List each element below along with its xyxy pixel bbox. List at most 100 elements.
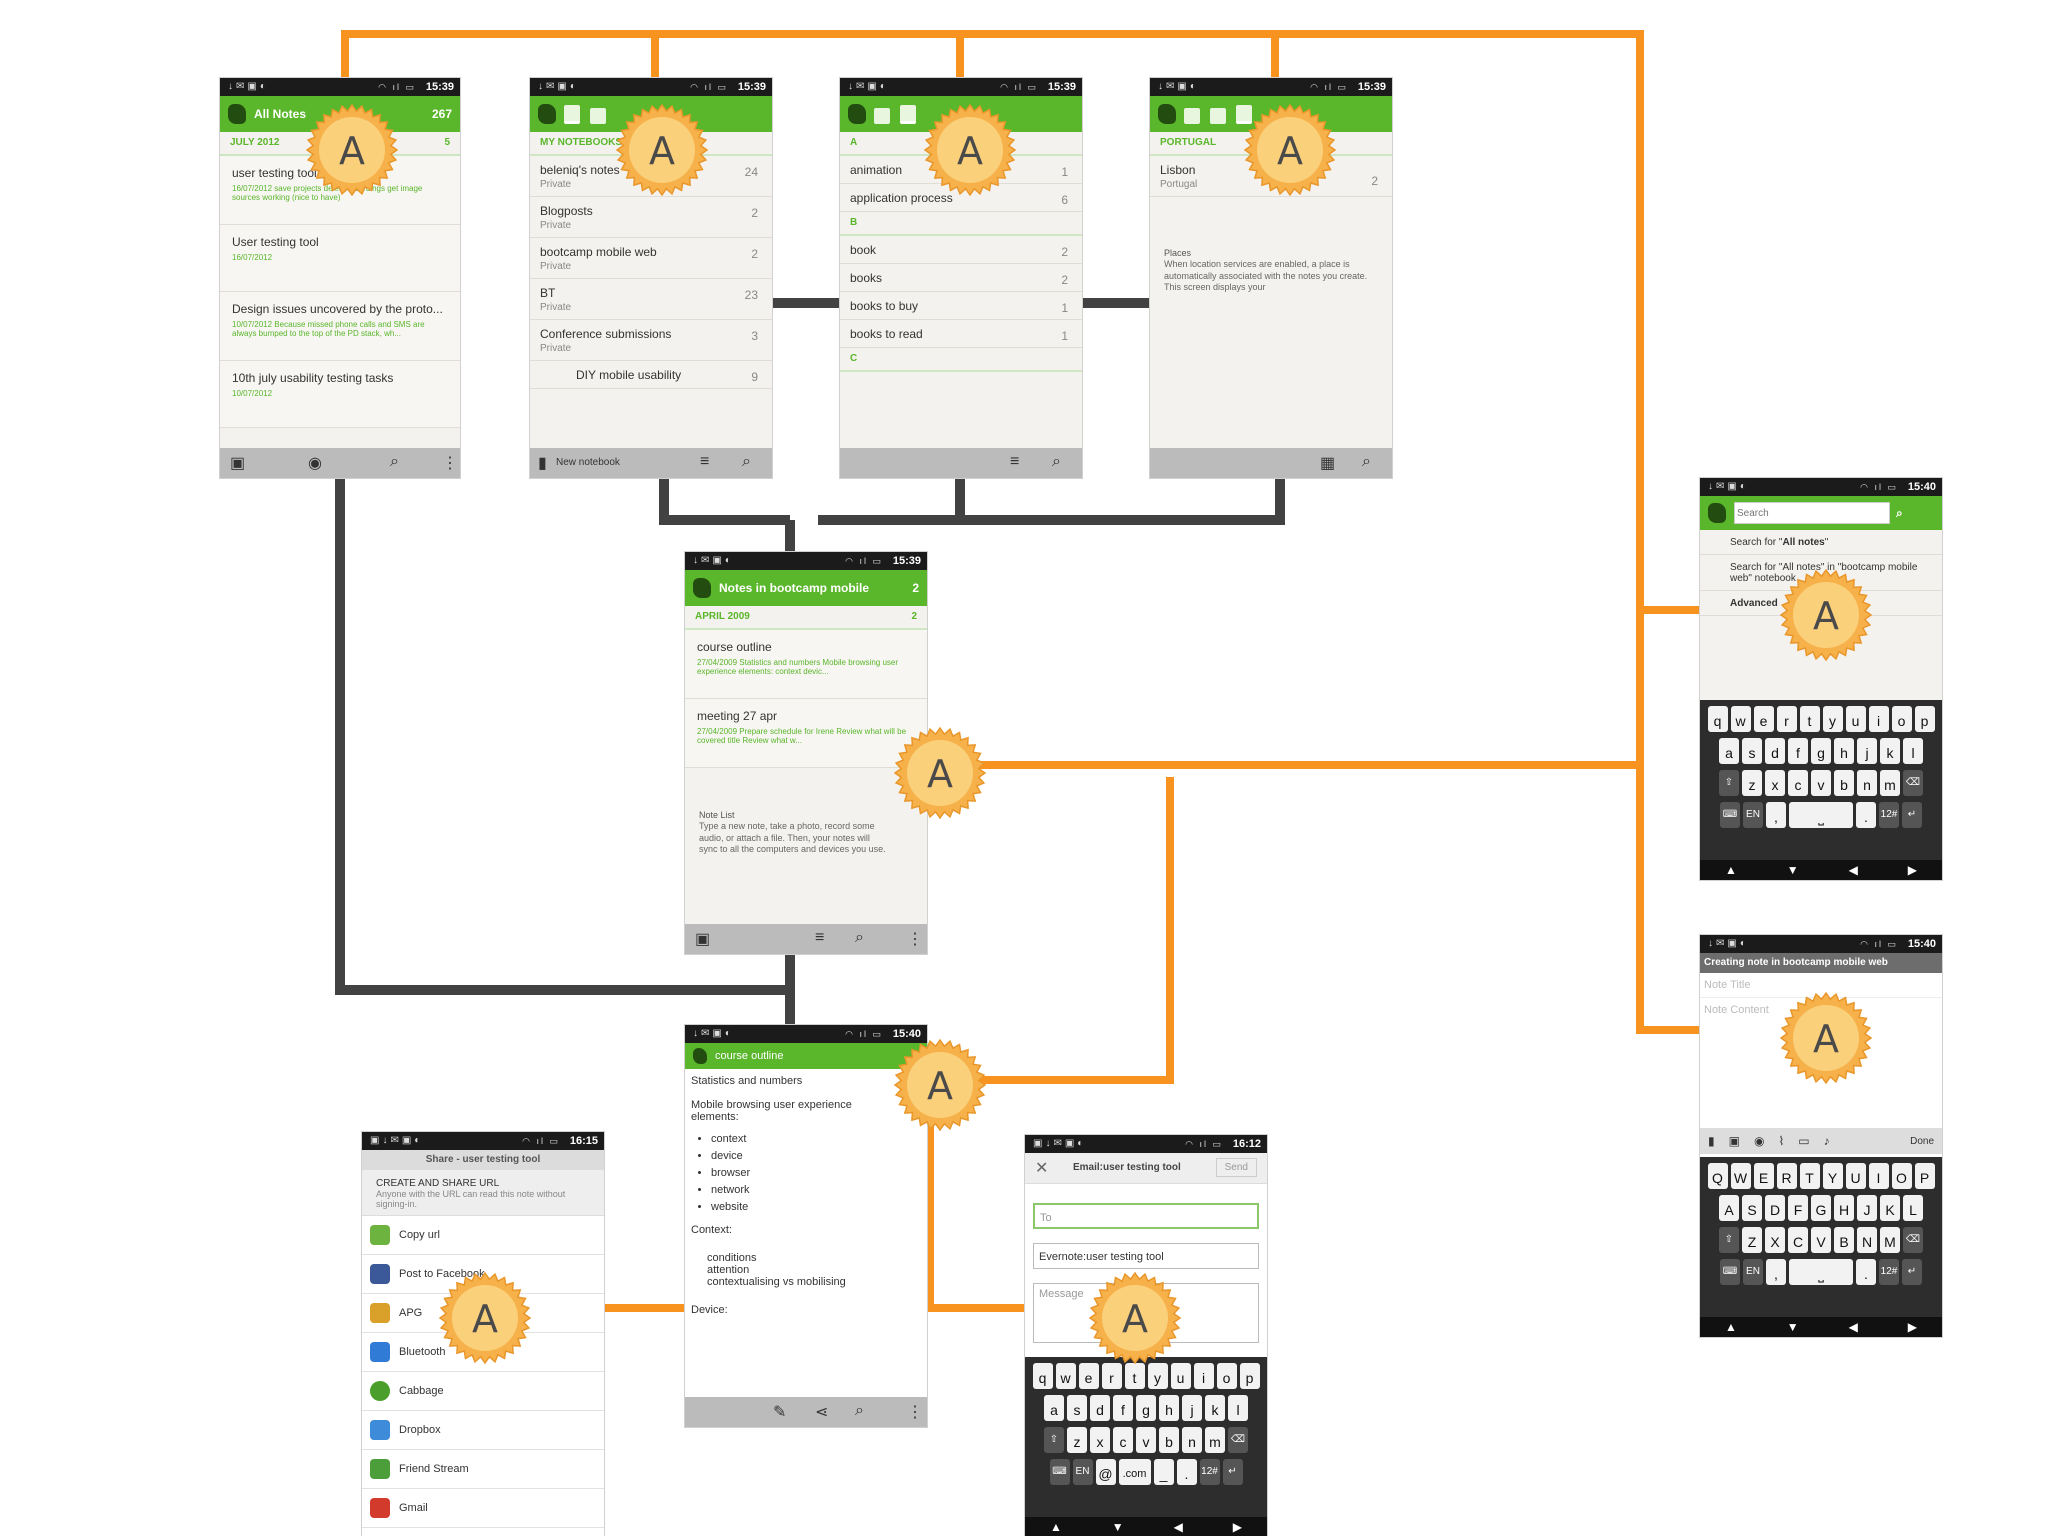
symbols-key[interactable]: 12#	[1199, 1459, 1220, 1485]
key[interactable]: v	[1136, 1427, 1156, 1453]
key[interactable]: p	[1914, 706, 1935, 732]
send-button[interactable]: Send	[1215, 1158, 1257, 1177]
message-field[interactable]: Message	[1033, 1283, 1259, 1343]
key[interactable]: Z	[1742, 1227, 1762, 1253]
underscore-key[interactable]: _	[1153, 1459, 1174, 1485]
new-note-icon[interactable]: ▣	[695, 931, 711, 948]
tab-notebooks[interactable]	[564, 105, 580, 124]
attach-icon[interactable]: ⌇	[1778, 1134, 1785, 1148]
key[interactable]: Q	[1707, 1163, 1728, 1189]
map-icon[interactable]: ▦	[1320, 455, 1336, 472]
shift-key[interactable]: ⇧	[1719, 770, 1739, 796]
settings-key[interactable]: ⌨	[1049, 1459, 1070, 1485]
sort-icon[interactable]: ≡	[700, 453, 710, 470]
key[interactable]: O	[1891, 1163, 1912, 1189]
advanced-search[interactable]: Advanced	[1700, 591, 1942, 616]
key[interactable]: h	[1834, 738, 1854, 764]
key[interactable]: n	[1857, 770, 1877, 796]
notebook-icon[interactable]: ▮	[1708, 1134, 1715, 1148]
close-icon[interactable]: ✕	[1035, 1160, 1049, 1177]
down-arrow-icon[interactable]: ▼	[1111, 1520, 1124, 1534]
new-note-icon[interactable]: ▣	[230, 455, 246, 472]
shift-key[interactable]: ⇧	[1044, 1427, 1064, 1453]
sort-icon[interactable]: ≡	[815, 929, 825, 946]
key[interactable]: M	[1880, 1227, 1900, 1253]
key[interactable]: V	[1811, 1227, 1831, 1253]
tab-tags[interactable]	[1210, 108, 1226, 124]
key[interactable]: N	[1857, 1227, 1877, 1253]
language-key[interactable]: EN	[1072, 1459, 1093, 1485]
shift-key[interactable]: ⇧	[1719, 1227, 1739, 1253]
dotcom-key[interactable]: .com	[1118, 1459, 1151, 1485]
down-arrow-icon[interactable]: ▼	[1786, 1320, 1799, 1334]
key[interactable]: q	[1032, 1363, 1053, 1389]
key[interactable]: C	[1788, 1227, 1808, 1253]
tab-tags[interactable]	[590, 108, 606, 124]
key[interactable]: u	[1170, 1363, 1191, 1389]
key[interactable]: E	[1753, 1163, 1774, 1189]
space-key[interactable]: ⎵	[1789, 1259, 1853, 1285]
language-key[interactable]: EN	[1743, 802, 1763, 828]
share-option[interactable]: Post to Facebook	[362, 1255, 604, 1294]
key[interactable]: a	[1044, 1395, 1064, 1421]
enter-key[interactable]: ↵	[1902, 802, 1922, 828]
tab-tags[interactable]	[900, 105, 916, 124]
to-field[interactable]: To	[1033, 1203, 1259, 1229]
symbols-key[interactable]: 12#	[1879, 1259, 1899, 1285]
search-input[interactable]	[1734, 502, 1890, 524]
camera-icon[interactable]: ▭	[1798, 1134, 1810, 1148]
settings-key[interactable]: ⌨	[1720, 802, 1740, 828]
key[interactable]: c	[1788, 770, 1808, 796]
share-option[interactable]: Dropbox	[362, 1411, 604, 1450]
key[interactable]: d	[1090, 1395, 1110, 1421]
key[interactable]: f	[1113, 1395, 1133, 1421]
left-arrow-icon[interactable]: ◀	[1848, 863, 1858, 877]
new-notebook-icon[interactable]: ▮	[538, 455, 547, 472]
key[interactable]: i	[1193, 1363, 1214, 1389]
key[interactable]: W	[1730, 1163, 1751, 1189]
key[interactable]: d	[1765, 738, 1785, 764]
right-arrow-icon[interactable]: ▶	[1907, 1320, 1918, 1334]
key[interactable]: w	[1730, 706, 1751, 732]
key[interactable]: e	[1753, 706, 1774, 732]
key[interactable]: f	[1788, 738, 1808, 764]
at-key[interactable]: @	[1095, 1459, 1116, 1485]
share-option[interactable]: Friend Stream	[362, 1450, 604, 1489]
enter-key[interactable]: ↵	[1222, 1459, 1243, 1485]
up-arrow-icon[interactable]: ▲	[1049, 1520, 1062, 1534]
tab-notebooks[interactable]	[1184, 108, 1200, 124]
key[interactable]: j	[1182, 1395, 1202, 1421]
menu-icon[interactable]: ⋮	[907, 1404, 923, 1421]
menu-icon[interactable]: ⋮	[442, 455, 458, 472]
backspace-key[interactable]: ⌫	[1903, 770, 1923, 796]
right-arrow-icon[interactable]: ▶	[1907, 863, 1918, 877]
search-icon[interactable]: ⌕	[1896, 505, 1903, 520]
up-arrow-icon[interactable]: ▲	[1724, 863, 1737, 877]
key[interactable]: J	[1857, 1195, 1877, 1221]
key[interactable]: B	[1834, 1227, 1854, 1253]
key[interactable]: z	[1742, 770, 1762, 796]
location-icon[interactable]: ◉	[1753, 1134, 1765, 1148]
key[interactable]: j	[1857, 738, 1877, 764]
key[interactable]: I	[1868, 1163, 1889, 1189]
key[interactable]: p	[1239, 1363, 1260, 1389]
key[interactable]: t	[1124, 1363, 1145, 1389]
key[interactable]: D	[1765, 1195, 1785, 1221]
key[interactable]: o	[1891, 706, 1912, 732]
subject-field[interactable]: Evernote:user testing tool	[1033, 1243, 1259, 1269]
backspace-key[interactable]: ⌫	[1903, 1227, 1923, 1253]
